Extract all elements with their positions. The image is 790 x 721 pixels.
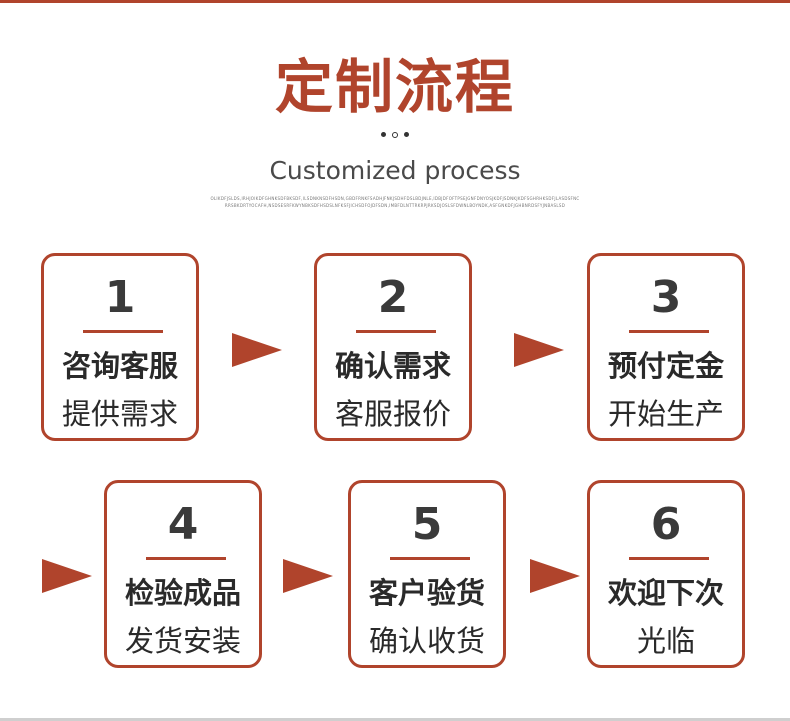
step-card-6: 6 欢迎下次 光临: [587, 480, 745, 668]
arrow-right-icon: [530, 559, 580, 593]
step-card-5: 5 客户验货 确认收货: [348, 480, 506, 668]
arrow-right-icon: [232, 333, 282, 367]
step-detail: 提供需求: [61, 397, 178, 431]
decorative-fine-print: OLIKDFJSLDS,IRHJOIKDFGHNKSDFBKSDF,ILSDNK…: [210, 196, 580, 208]
step-divider: [146, 557, 226, 560]
step-number: 6: [650, 499, 682, 550]
arrow-right-icon: [283, 559, 333, 593]
step-divider: [83, 330, 163, 333]
step-number: 2: [377, 272, 409, 323]
bottom-rule: [0, 718, 790, 721]
step-number: 4: [167, 499, 199, 550]
step-detail: 开始生产: [607, 397, 724, 431]
step-card-2: 2 确认需求 客服报价: [314, 253, 472, 441]
step-title: 预付定金: [607, 349, 724, 383]
step-title: 检验成品: [124, 576, 241, 610]
step-title: 欢迎下次: [607, 576, 724, 610]
step-number: 3: [650, 272, 682, 323]
step-detail: 客服报价: [334, 397, 451, 431]
top-accent-rule: [0, 0, 790, 3]
hollow-dot-icon: [392, 132, 398, 138]
step-title: 咨询客服: [61, 349, 178, 383]
step-divider: [356, 330, 436, 333]
step-title: 客户验货: [368, 576, 485, 610]
step-detail: 光临: [636, 624, 695, 658]
step-detail: 确认收货: [368, 624, 485, 658]
step-number: 1: [104, 272, 136, 323]
dot-icon: [404, 132, 409, 137]
arrow-right-icon: [514, 333, 564, 367]
step-card-1: 1 咨询客服 提供需求: [41, 253, 199, 441]
page-subtitle: Customized process: [269, 156, 521, 185]
step-number: 5: [411, 499, 443, 550]
step-card-4: 4 检验成品 发货安装: [104, 480, 262, 668]
step-detail: 发货安装: [124, 624, 241, 658]
page-title: 定制流程: [274, 53, 515, 121]
dot-icon: [381, 132, 386, 137]
arrow-right-icon: [42, 559, 92, 593]
step-divider: [629, 330, 709, 333]
step-divider: [390, 557, 470, 560]
title-dots-ornament: [0, 132, 790, 138]
step-divider: [629, 557, 709, 560]
step-card-3: 3 预付定金 开始生产: [587, 253, 745, 441]
step-title: 确认需求: [334, 349, 451, 383]
